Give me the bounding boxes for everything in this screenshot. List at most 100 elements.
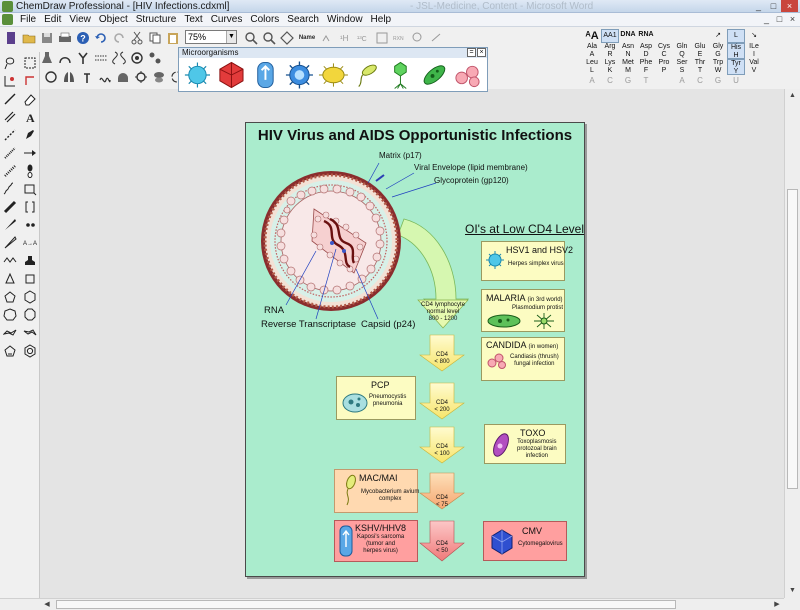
structure-perspective-icon[interactable] (0, 72, 20, 90)
reaction-icon[interactable]: RXN (391, 29, 408, 46)
protein-icon[interactable] (96, 68, 113, 85)
capsule-virus-icon[interactable] (250, 60, 281, 90)
resize-grip[interactable] (784, 598, 800, 610)
vertical-scroll-thumb[interactable] (787, 189, 798, 489)
marquee-select-icon[interactable] (20, 54, 40, 72)
helix-tool-icon[interactable]: ↗ (715, 32, 721, 39)
palette-close-button[interactable]: × (477, 48, 486, 57)
icosahedral-virus-icon[interactable] (216, 60, 247, 90)
oi-box-cmv[interactable]: CMV Cytomegalovirus (483, 521, 567, 561)
dashed-bond-icon[interactable] (0, 126, 20, 144)
menu-edit[interactable]: Edit (44, 14, 62, 25)
help-icon[interactable]: ? (74, 29, 91, 46)
label-reverse-transcriptase[interactable]: Reverse Transcriptase (261, 319, 357, 330)
nucleotide-button[interactable] (745, 75, 763, 87)
mode-dna-button[interactable]: DNA (620, 31, 636, 38)
spiked-virus-icon[interactable] (284, 60, 315, 90)
label-capsid[interactable]: Capsid (p24) (361, 319, 416, 330)
cell-icon[interactable] (128, 49, 145, 66)
menu-search[interactable]: Search (287, 14, 319, 25)
copy-icon[interactable] (146, 29, 163, 46)
menu-file[interactable]: File (20, 14, 37, 25)
doc-restore-button[interactable]: □ (776, 14, 783, 24)
menu-curves[interactable]: Curves (210, 14, 243, 25)
pen-tool-icon[interactable] (20, 126, 40, 144)
sequence-letters-icon[interactable]: ᴬA (585, 30, 599, 42)
oi-box-pcp[interactable]: PCP Pneumocystis pneumonia (336, 376, 416, 420)
document-icon[interactable] (2, 14, 13, 25)
nucleotide-button[interactable]: C (697, 76, 703, 85)
menu-text[interactable]: Text (184, 14, 203, 25)
c-nmr-icon[interactable]: ¹³C (355, 29, 372, 46)
zoom-dropdown[interactable]: 75% ▼ (185, 30, 237, 44)
pentagon-ring-icon[interactable] (0, 288, 20, 306)
drawing-elements-icon[interactable] (20, 180, 40, 198)
hollow-wedge-icon[interactable] (0, 234, 20, 252)
nucleotide-button[interactable]: G (714, 76, 722, 85)
scroll-left-icon[interactable]: ◀ (44, 601, 50, 608)
bold-bond-icon[interactable] (0, 198, 20, 216)
poster-title[interactable]: HIV Virus and AIDS Opportunistic Infecti… (257, 127, 573, 144)
palette-menu-button[interactable]: = (467, 48, 476, 57)
minimize-button[interactable]: _ (755, 1, 761, 11)
oi-box-candida[interactable]: CANDIDA (in women) Candiasis (thrush) fu… (481, 337, 565, 381)
oi-box-malaria[interactable]: MALARIA (in 3rd world) Plasmodium protis… (481, 289, 565, 332)
bacteriophage-icon[interactable] (385, 60, 416, 90)
mode-aa1-button[interactable]: AA1 (601, 29, 619, 43)
label-rna[interactable]: RNA (264, 305, 285, 316)
benzene-ring-icon[interactable] (20, 342, 40, 360)
antibody-icon[interactable] (74, 49, 91, 66)
document-page[interactable]: HIV Virus and AIDS Opportunistic Infecti… (245, 122, 585, 577)
menu-window[interactable]: Window (326, 14, 363, 25)
scroll-up-icon[interactable]: ▲ (789, 92, 796, 99)
label-matrix[interactable]: Matrix (p17) (379, 151, 422, 160)
undo-icon[interactable] (92, 29, 109, 46)
menu-view[interactable]: View (69, 14, 91, 25)
octagon-ring-icon[interactable] (20, 306, 40, 324)
bio-shape-icon[interactable] (56, 49, 73, 66)
cd4-100-label[interactable]: CD4 < 100 (434, 444, 450, 457)
virus-tool-icon[interactable] (132, 68, 149, 85)
wedge-bond-icon[interactable] (0, 216, 20, 234)
molecule-group-icon[interactable] (146, 49, 163, 66)
h-nmr-icon[interactable]: ¹H (337, 29, 354, 46)
paste-icon[interactable] (164, 29, 181, 46)
cut-icon[interactable] (128, 29, 145, 46)
cyclohexane-chair-icon[interactable] (0, 324, 20, 342)
new-document-icon[interactable] (2, 29, 19, 46)
vertical-scrollbar[interactable]: ▲ ▼ (784, 89, 800, 598)
orbital-tool-icon[interactable] (20, 162, 40, 180)
nucleotide-button[interactable] (655, 75, 673, 87)
membrane-icon[interactable] (92, 49, 109, 66)
lasso-select-icon[interactable] (0, 54, 20, 72)
nucleotide-button[interactable]: C (607, 76, 613, 85)
heptagon-ring-icon[interactable] (0, 306, 20, 324)
palette-titlebar[interactable]: Microorganisms = × (179, 48, 487, 58)
zoom-out-icon[interactable] (260, 29, 277, 46)
redo-icon[interactable] (110, 29, 127, 46)
ois-heading[interactable]: OI's at Low CD4 Level (465, 222, 585, 236)
struct-to-name-icon[interactable] (319, 29, 336, 46)
rotate-icon[interactable] (20, 72, 40, 90)
ellipse-bio-icon[interactable] (42, 68, 59, 85)
receptor-icon[interactable] (78, 68, 95, 85)
name-to-structure-button[interactable]: Name (298, 34, 316, 41)
search-web-icon[interactable] (409, 29, 426, 46)
properties-icon[interactable] (373, 29, 390, 46)
oi-box-mac[interactable]: MAC/MAI Mycobacterium avium complex (334, 469, 419, 513)
cd4-200-label[interactable]: CD4 < 200 (434, 400, 450, 413)
nucleotide-button[interactable]: A (589, 76, 595, 85)
save-icon[interactable] (38, 29, 55, 46)
lungs-icon[interactable] (60, 68, 77, 85)
